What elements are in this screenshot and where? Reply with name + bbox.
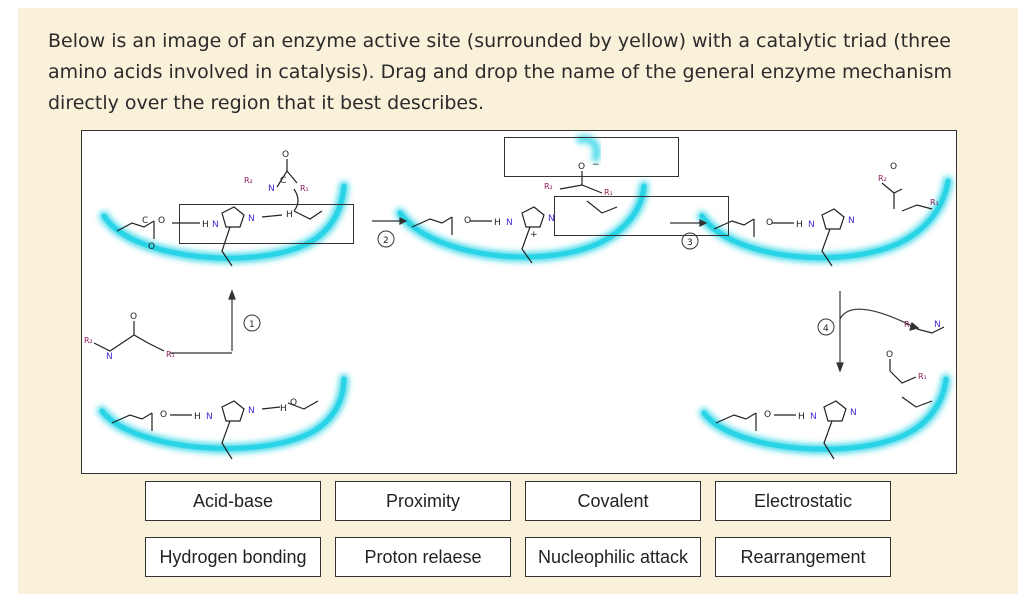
reaction-arrows <box>170 217 920 373</box>
atom-label: O <box>148 242 155 252</box>
choice-covalent[interactable]: Covalent <box>525 481 701 521</box>
atom-label: H <box>202 220 209 230</box>
atom-label: N <box>548 214 555 224</box>
choice-proton-release[interactable]: Proton relaese <box>335 537 511 577</box>
atom-label: C <box>142 216 148 226</box>
choice-nucleophilic-attack[interactable]: Nucleophilic attack <box>525 537 701 577</box>
mechanism-diagram: C O O H N N H O C N R₂ R₁ O H N + N O − … <box>84 135 953 460</box>
active-site-pocket-5 <box>699 374 951 455</box>
atom-label: O <box>158 216 165 226</box>
drop-zone-2[interactable] <box>504 137 679 177</box>
atom-label: N <box>248 406 255 416</box>
step-marker-1 <box>243 314 261 332</box>
step-number: 1 <box>249 320 255 330</box>
atom-label: − <box>592 160 600 170</box>
drop-zone-1[interactable] <box>179 204 354 244</box>
atom-label: O <box>890 162 897 172</box>
active-site-pocket-2 <box>395 135 649 262</box>
atom-label: N <box>248 214 255 224</box>
atom-label: O <box>766 218 773 228</box>
atom-label: O <box>282 150 289 160</box>
atom-label: N <box>808 220 815 230</box>
question-prompt: Below is an image of an enzyme active si… <box>48 30 953 114</box>
atom-label: H <box>280 404 287 414</box>
atom-label: O <box>578 162 585 172</box>
atom-label: O <box>130 312 137 322</box>
atom-label: H <box>286 210 293 220</box>
atom-label: O <box>886 350 893 360</box>
active-site-pocket-1 <box>99 181 349 264</box>
atom-label: R₂ <box>544 182 553 191</box>
atom-label: R₁ <box>604 188 613 197</box>
atom-label: + <box>530 230 538 240</box>
atom-label: O <box>464 216 471 226</box>
active-site-pocket-3 <box>697 176 953 263</box>
atom-label: R₁ <box>166 350 175 359</box>
drop-zone-3[interactable] <box>554 196 729 236</box>
enzyme-mechanism-figure: C O O H N N H O C N R₂ R₁ O H N + N O − … <box>81 130 957 474</box>
question-panel: Below is an image of an enzyme active si… <box>18 8 1018 594</box>
atom-label: H <box>798 412 805 422</box>
active-site-pocket-4 <box>97 374 349 454</box>
molecule-lines <box>93 159 945 460</box>
step-number: 3 <box>687 238 693 248</box>
choice-rearrangement[interactable]: Rearrangement <box>715 537 891 577</box>
atom-label: N <box>934 320 941 330</box>
step-number: 2 <box>383 236 389 246</box>
atom-label: R₂ <box>84 336 93 345</box>
atom-label: R₁ <box>930 198 939 207</box>
atom-label: N <box>506 218 513 228</box>
atom-labels: C O O H N N H O C N R₂ R₁ O H N + N O − … <box>84 150 941 422</box>
step-marker-3 <box>681 232 699 250</box>
step-marker-2 <box>377 230 395 248</box>
step-markers: 1 2 3 4 <box>243 230 835 336</box>
atom-label: R₂ <box>878 174 887 183</box>
atom-label: N <box>212 220 219 230</box>
choice-hydrogen-bonding[interactable]: Hydrogen bonding <box>145 537 321 577</box>
atom-label: O <box>764 410 771 420</box>
atom-label: N <box>850 408 857 418</box>
choice-proximity[interactable]: Proximity <box>335 481 511 521</box>
atom-label: H <box>494 218 501 228</box>
atom-label: C <box>280 176 286 186</box>
atom-label: O <box>290 398 297 408</box>
choice-electrostatic[interactable]: Electrostatic <box>715 481 891 521</box>
atom-label: R₁ <box>300 184 309 193</box>
atom-label: H <box>796 220 803 230</box>
atom-label: R₂ <box>244 176 253 185</box>
step-number: 4 <box>823 324 829 334</box>
step-marker-4 <box>817 318 835 336</box>
atom-label: R₁ <box>918 372 927 381</box>
atom-label: N <box>810 412 817 422</box>
atom-label: N <box>268 184 275 194</box>
atom-label: N <box>848 216 855 226</box>
atom-label: N <box>106 352 113 362</box>
atom-label: N <box>206 412 213 422</box>
atom-label: H <box>194 412 201 422</box>
atom-label: O <box>160 410 167 420</box>
choice-acid-base[interactable]: Acid-base <box>145 481 321 521</box>
